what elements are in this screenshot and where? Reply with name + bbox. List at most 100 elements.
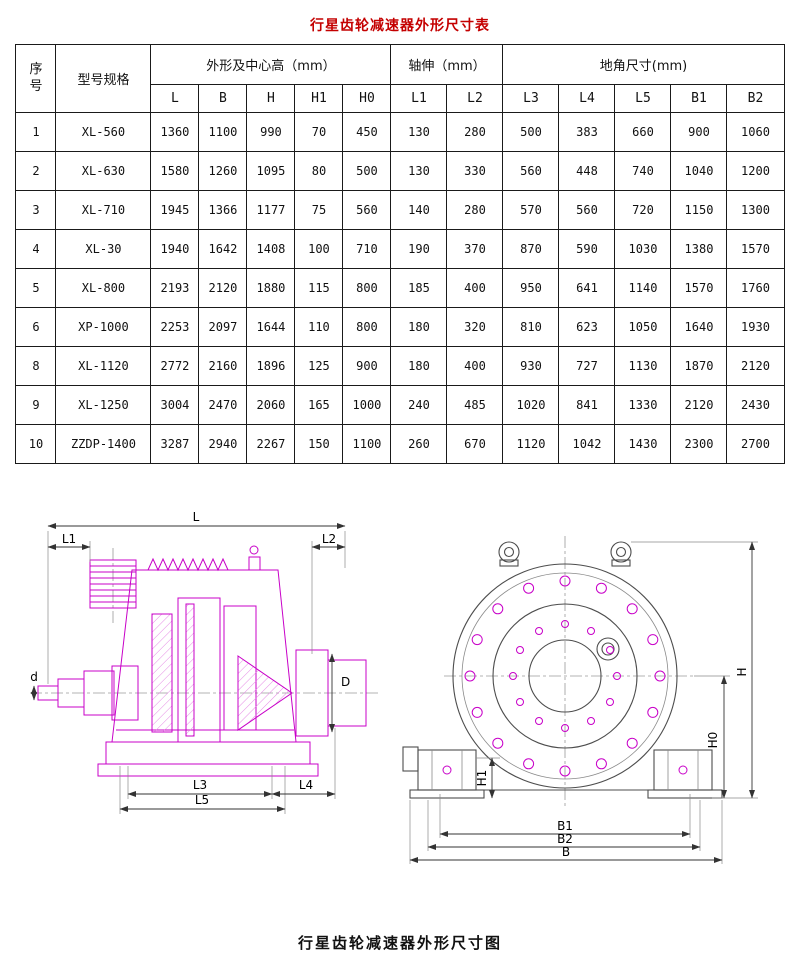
cooling-fins [147,557,229,572]
value-cell: 570 [502,190,560,230]
left-section-view [30,545,378,777]
seq-cell: 1 [15,112,57,152]
shaft-stub-end [402,746,419,772]
extension-lines-left [47,531,346,814]
value-cell: 1260 [198,151,248,191]
value-cell: 330 [446,151,504,191]
bevel-cone-section [237,655,293,731]
value-cell: 180 [390,346,448,386]
value-cell: 1640 [670,307,728,347]
value-cell: 1430 [614,424,672,464]
value-cell: 930 [502,346,560,386]
value-cell: 1050 [614,307,672,347]
seq-cell: 10 [15,424,57,464]
value-cell: 950 [502,268,560,308]
value-cell: 1945 [150,190,200,230]
value-cell: 1760 [726,268,785,308]
value-cell: 720 [614,190,672,230]
dim-label-L5: L5 [195,793,209,807]
anchor-bolt-left [442,765,452,775]
seq-cell: 4 [15,229,57,269]
value-cell: 800 [342,268,392,308]
cover-circle [492,603,638,749]
value-cell: 590 [558,229,616,269]
planet-gear-section [151,613,173,733]
value-cell: 2060 [246,385,296,425]
table-title: 行星齿轮减速器外形尺寸表 [310,18,490,34]
column-header-h1: H1 [294,84,344,113]
value-cell: 320 [446,307,504,347]
pedestal-base [402,746,723,799]
input-shaft-hub [83,670,115,716]
value-cell: 240 [390,385,448,425]
model-cell: XL-30 [55,229,152,269]
breather-plug [248,556,261,571]
value-cell: 1150 [670,190,728,230]
column-header-b: B [198,84,248,113]
seq-cell: 3 [15,190,57,230]
value-cell: 100 [294,229,344,269]
dim-label-B2: B2 [557,832,573,846]
housing-rim-circle [461,572,669,780]
value-cell: 370 [446,229,504,269]
column-header-b2: B2 [726,84,785,113]
value-cell: 870 [502,229,560,269]
value-cell: 2772 [150,346,200,386]
output-shaft [327,659,367,727]
value-cell: 2470 [198,385,248,425]
value-cell: 740 [614,151,672,191]
value-cell: 1366 [198,190,248,230]
value-cell: 1408 [246,229,296,269]
dim-label-B1: B1 [557,819,573,833]
model-cell: ZZDP-1400 [55,424,152,464]
value-cell: 1380 [670,229,728,269]
value-cell: 260 [390,424,448,464]
header-group-outline: 外形及中心高（mm） [150,44,392,85]
dim-label-H: H [735,667,749,676]
model-cell: XL-710 [55,190,152,230]
value-cell: 190 [390,229,448,269]
housing-outer-circle [452,563,678,789]
oil-plug-outer [596,637,620,661]
value-cell: 400 [446,268,504,308]
value-cell: 500 [502,112,560,152]
dim-label-H1: H1 [475,770,489,787]
value-cell: 2253 [150,307,200,347]
ring-gear [177,597,221,743]
value-cell: 130 [390,112,448,152]
column-header-l1: L1 [390,84,448,113]
model-cell: XL-800 [55,268,152,308]
seq-cell: 2 [15,151,57,191]
outer-bolt-circle [464,575,666,777]
dim-label-L4: L4 [299,778,313,792]
value-cell: 1177 [246,190,296,230]
dim-label-d: d [30,670,38,684]
value-cell: 130 [390,151,448,191]
left-view-dimensions: L L1 L2 d D L3 L4 L5 [30,510,350,814]
model-cell: XL-630 [55,151,152,191]
breather-cap [249,545,259,555]
value-cell: 150 [294,424,344,464]
value-cell: 448 [558,151,616,191]
extension-lines-right [409,541,758,864]
value-cell: 1120 [502,424,560,464]
base-flange [97,763,319,777]
seq-cell: 5 [15,268,57,308]
value-cell: 800 [342,307,392,347]
value-cell: 125 [294,346,344,386]
value-cell: 900 [670,112,728,152]
group-header-row: 序 号 型号规格 外形及中心高（mm） 轴伸（mm） 地角尺寸(mm) [15,44,785,113]
value-cell: 1642 [198,229,248,269]
value-cell: 400 [446,346,504,386]
seq-cell: 8 [15,346,57,386]
value-cell: 110 [294,307,344,347]
value-cell: 1570 [726,229,785,269]
value-cell: 1880 [246,268,296,308]
column-header-l2: L2 [446,84,504,113]
value-cell: 500 [342,151,392,191]
value-cell: 623 [558,307,616,347]
value-cell: 1644 [246,307,296,347]
